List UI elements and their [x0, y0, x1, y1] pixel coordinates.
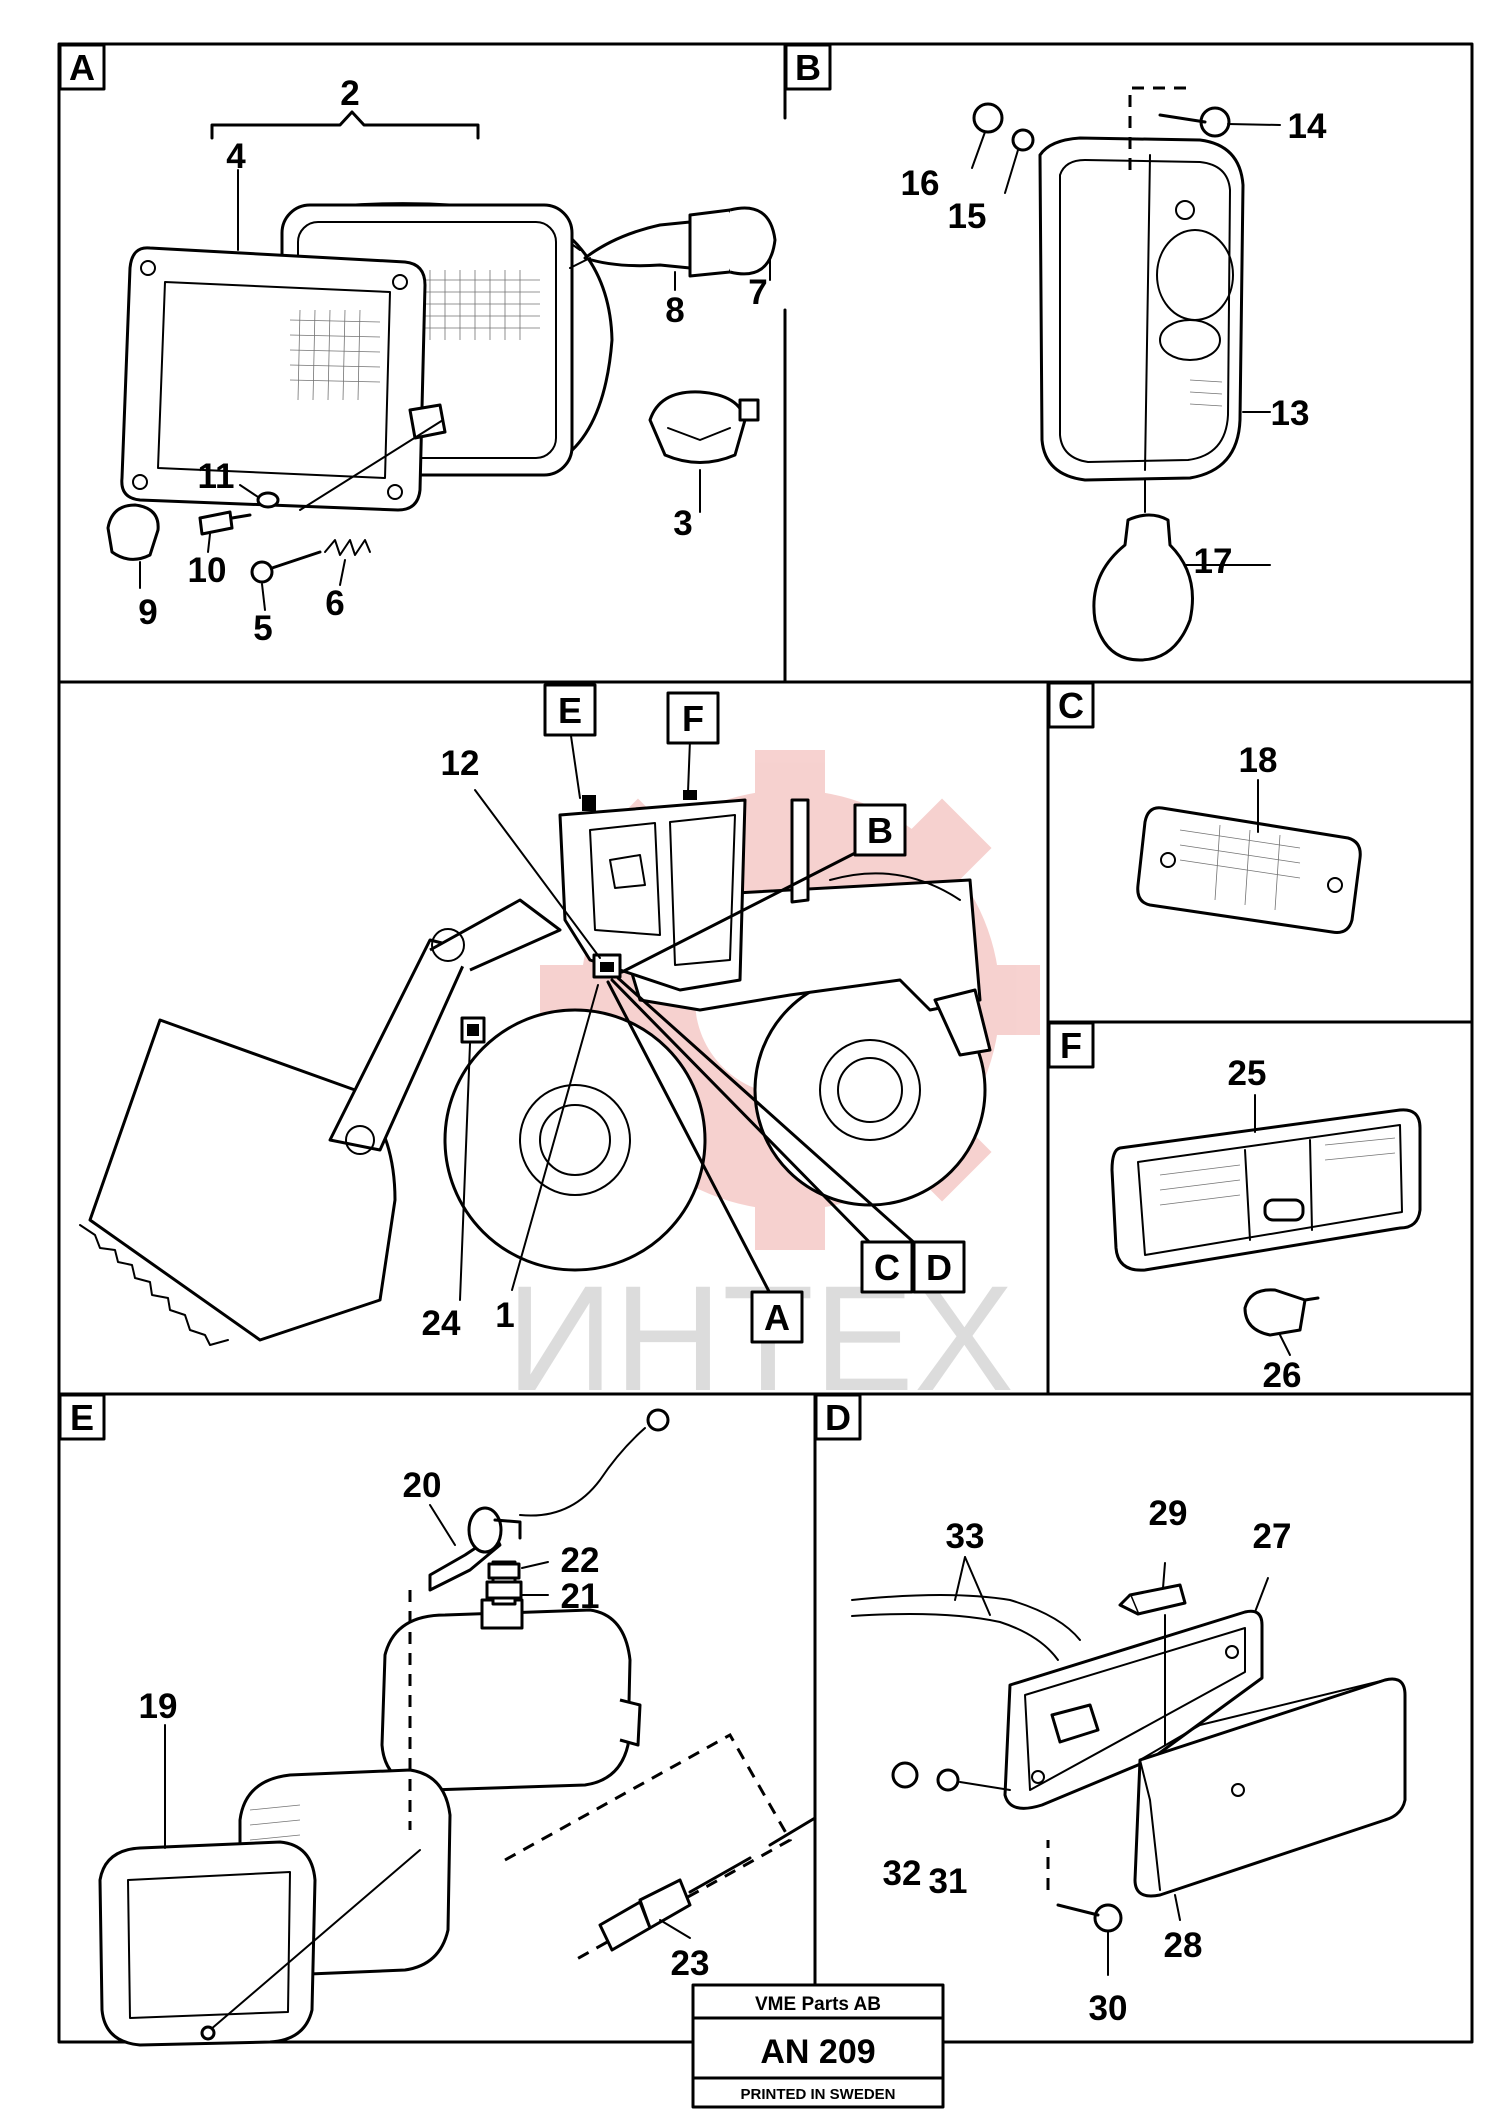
- panel-label-d: D: [814, 1393, 862, 1441]
- panel-b-marker-light: [971, 86, 1281, 662]
- part-number-12: 12: [441, 744, 480, 783]
- part-number-5: 5: [253, 609, 272, 648]
- bucket: [88, 1018, 397, 1342]
- svg-text:B: B: [867, 810, 893, 851]
- part-number-labels: 2 4 8 7 3 11 10 9 5 6 14 16 15 13 17 12 …: [138, 74, 1327, 2028]
- part-number-28: 28: [1164, 1926, 1203, 1965]
- part-number-16: 16: [901, 164, 940, 203]
- svg-text:D: D: [926, 1247, 952, 1288]
- title-block: VME Parts AB AN 209 PRINTED IN SWEDEN: [691, 1983, 945, 2109]
- callout-a: A: [750, 1290, 804, 1344]
- part-number-30: 30: [1089, 1989, 1128, 2028]
- part-number-32: 32: [883, 1854, 922, 1893]
- part-number-17: 17: [1194, 542, 1233, 581]
- svg-text:D: D: [825, 1397, 851, 1438]
- callout-b: B: [853, 803, 907, 857]
- part-number-4: 4: [226, 137, 246, 176]
- part-number-20: 20: [403, 1466, 442, 1505]
- svg-text:E: E: [558, 690, 582, 731]
- svg-text:B: B: [795, 47, 821, 88]
- part-number-26: 26: [1263, 1356, 1302, 1395]
- part-number-23: 23: [671, 1944, 710, 1983]
- part-number-14: 14: [1288, 107, 1327, 146]
- panel-label-b: B: [784, 43, 832, 91]
- panel-c-reflector: [1136, 779, 1362, 934]
- part-number-22: 22: [561, 1541, 600, 1580]
- callout-c: C: [860, 1240, 914, 1294]
- svg-text:A: A: [69, 47, 95, 88]
- part-number-1: 1: [495, 1296, 514, 1335]
- svg-text:A: A: [764, 1297, 790, 1338]
- part-number-18: 18: [1239, 741, 1278, 780]
- part-number-3: 3: [673, 504, 692, 543]
- part-number-9: 9: [138, 593, 157, 632]
- part-number-21: 21: [561, 1577, 600, 1616]
- part-number-25: 25: [1228, 1054, 1267, 1093]
- title-block-printed: PRINTED IN SWEDEN: [740, 2086, 895, 2103]
- panel-label-c: C: [1047, 681, 1095, 729]
- panel-d-side-light: [851, 1556, 1407, 1976]
- panel-label-e: E: [58, 1393, 106, 1441]
- svg-text:C: C: [1058, 685, 1084, 726]
- panel-e-spot-light: [98, 1408, 817, 2047]
- part-number-6: 6: [325, 584, 344, 623]
- cab: [558, 798, 747, 992]
- part-number-2: 2: [340, 74, 359, 113]
- panel-label-a: A: [58, 43, 106, 91]
- svg-text:F: F: [682, 698, 704, 739]
- part-number-29: 29: [1149, 1494, 1188, 1533]
- part-number-31: 31: [929, 1862, 968, 1901]
- part-number-33: 33: [946, 1517, 985, 1556]
- part-number-11: 11: [198, 457, 235, 496]
- svg-text:C: C: [874, 1247, 900, 1288]
- title-block-drawing-number: AN 209: [760, 2033, 875, 2071]
- callout-d: D: [912, 1240, 966, 1294]
- part-number-13: 13: [1271, 394, 1310, 433]
- part-number-15: 15: [948, 197, 987, 236]
- part-number-10: 10: [188, 551, 227, 590]
- title-block-company: VME Parts AB: [755, 1994, 881, 2015]
- wheel-loader-overview: [79, 728, 992, 1346]
- part-number-24: 24: [422, 1304, 461, 1343]
- callout-f: F: [666, 691, 720, 745]
- panel-label-f: F: [1047, 1021, 1095, 1069]
- lamp-frame: [120, 246, 427, 512]
- part-number-19: 19: [139, 1687, 178, 1726]
- part-number-7: 7: [748, 273, 767, 312]
- svg-text:E: E: [70, 1397, 94, 1438]
- part-number-8: 8: [665, 291, 684, 330]
- svg-text:F: F: [1060, 1025, 1082, 1066]
- panel-a-work-light: [106, 110, 777, 611]
- panel-f-interior-lamp: [1110, 1094, 1422, 1356]
- callout-e: E: [543, 683, 597, 737]
- part-number-27: 27: [1253, 1517, 1292, 1556]
